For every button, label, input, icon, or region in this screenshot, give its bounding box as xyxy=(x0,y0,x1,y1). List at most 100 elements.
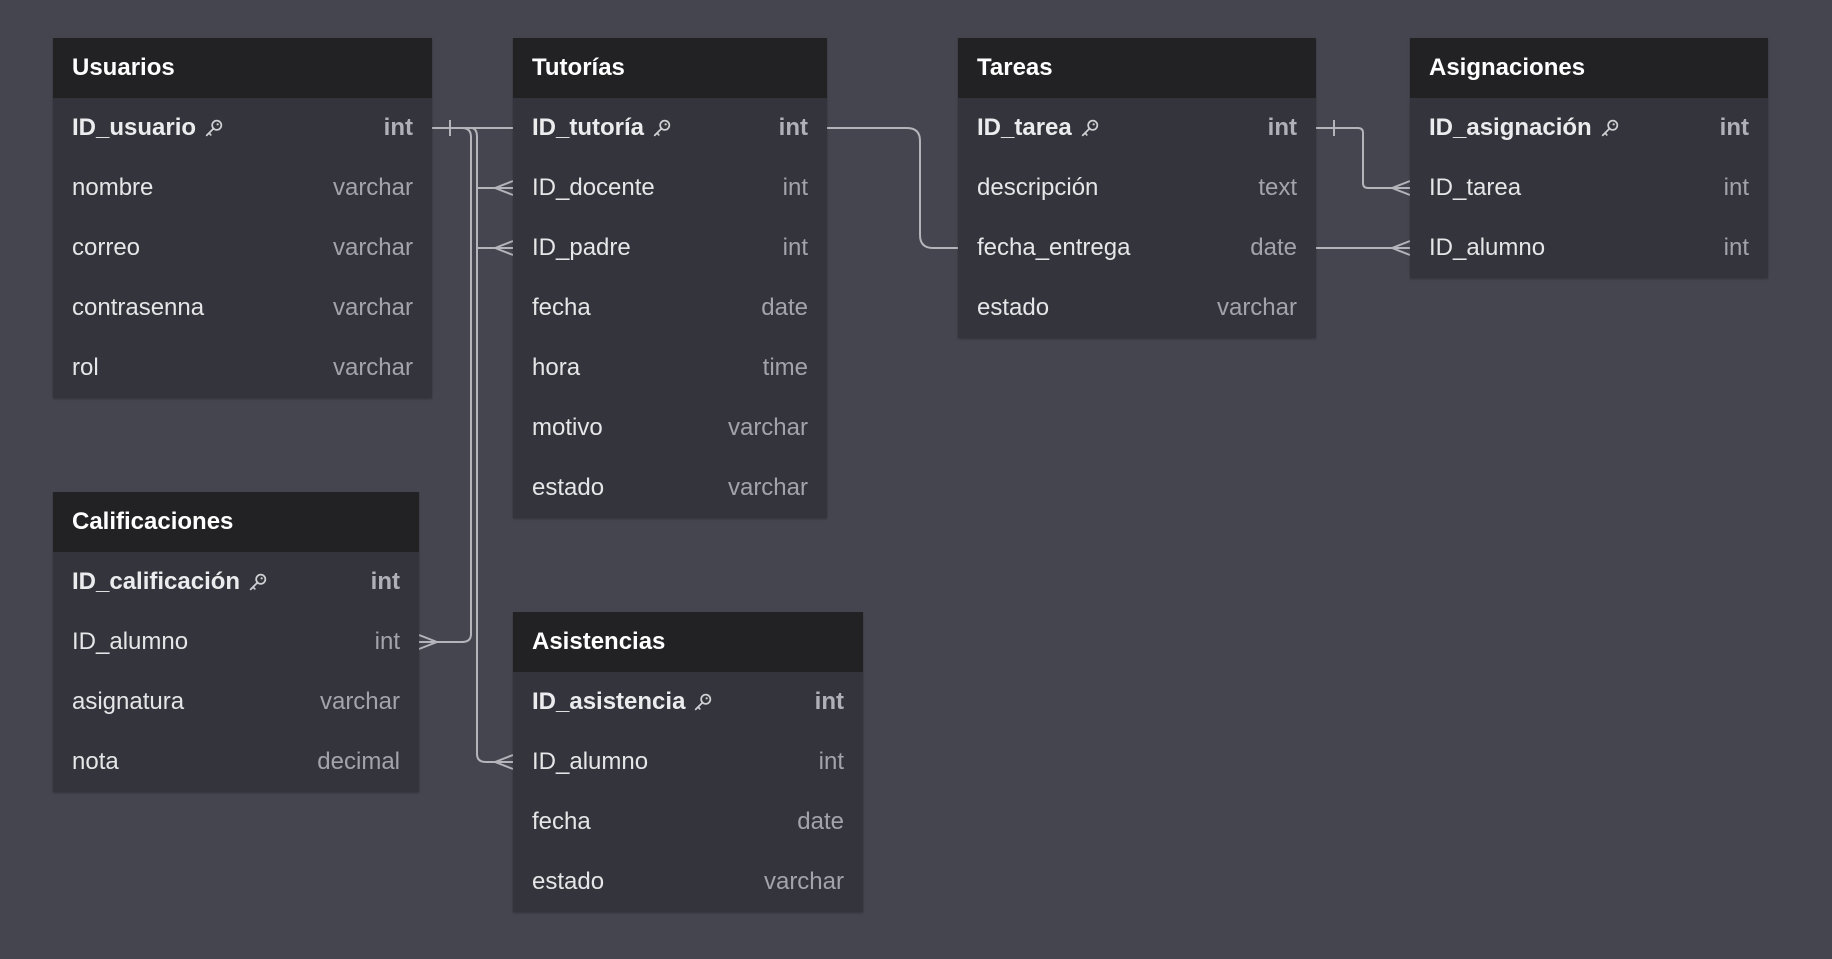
field-name: asignatura xyxy=(72,688,184,716)
field-name: estado xyxy=(977,294,1049,322)
field-type: int xyxy=(1723,234,1749,261)
field-name: fecha xyxy=(532,808,591,836)
primary-key-row[interactable]: ID_usuario int xyxy=(53,98,432,158)
field-name-text: ID_alumno xyxy=(532,748,649,775)
field-type: varchar xyxy=(332,294,413,321)
field-name: estado xyxy=(532,868,604,896)
field-type: int xyxy=(374,628,400,655)
field-type: text xyxy=(1258,174,1297,201)
field-name-text: estado xyxy=(532,868,605,895)
field-type: int xyxy=(778,114,808,141)
field-name-text: ID_asistencia xyxy=(532,688,686,715)
field-name-text: ID_usuario xyxy=(72,114,197,141)
key-icon xyxy=(203,117,225,139)
field-name-text: ID_tarea xyxy=(1429,174,1522,201)
field-row[interactable]: ID_alumno int xyxy=(53,612,419,672)
key-icon xyxy=(1079,117,1101,139)
field-type: int xyxy=(370,568,400,595)
many-marker xyxy=(494,754,514,770)
field-name: contrasenna xyxy=(72,294,204,322)
connector-usuarios-calificaciones xyxy=(461,127,472,643)
field-name-text: ID_tarea xyxy=(977,114,1072,141)
connector-tutorias-tareas xyxy=(827,127,958,249)
table-title: Asistencias xyxy=(513,612,863,672)
field-type: varchar xyxy=(319,688,400,715)
field-type: date xyxy=(797,808,844,835)
connector-usuarios-asistencias xyxy=(470,127,513,763)
field-name: ID_alumno xyxy=(532,748,648,776)
table-title: Usuarios xyxy=(53,38,432,98)
field-type: int xyxy=(782,234,808,261)
field-name: ID_tarea xyxy=(977,114,1101,142)
key-icon xyxy=(692,691,714,713)
field-name-text: ID_docente xyxy=(532,174,655,201)
field-name: ID_tarea xyxy=(1429,174,1521,202)
field-name: hora xyxy=(532,354,580,382)
many-marker xyxy=(418,634,438,650)
field-name-text: hora xyxy=(532,354,581,381)
key-icon xyxy=(1599,117,1621,139)
field-row[interactable]: asignatura varchar xyxy=(53,672,419,732)
many-marker xyxy=(494,180,514,196)
field-type: int xyxy=(383,114,413,141)
field-name-text: ID_asignación xyxy=(1429,114,1592,141)
field-name-text: estado xyxy=(977,294,1050,321)
field-row[interactable]: contrasenna varchar xyxy=(53,278,432,338)
table-title: Tutorías xyxy=(513,38,827,98)
field-row[interactable]: motivo varchar xyxy=(513,398,827,458)
many-marker xyxy=(494,240,514,256)
field-name-text: correo xyxy=(72,234,141,261)
field-type: int xyxy=(782,174,808,201)
field-type: varchar xyxy=(727,414,808,441)
primary-key-row[interactable]: ID_tutoría int xyxy=(513,98,827,158)
field-name-text: motivo xyxy=(532,414,603,441)
field-name: descripción xyxy=(977,174,1098,202)
field-type: varchar xyxy=(727,474,808,501)
field-row[interactable]: nota decimal xyxy=(53,732,419,792)
field-name: correo xyxy=(72,234,140,262)
field-name: ID_asignación xyxy=(1429,114,1621,142)
field-name: fecha_entrega xyxy=(977,234,1130,262)
field-name-text: nota xyxy=(72,748,119,775)
field-type: int xyxy=(818,748,844,775)
connector-tareas-asignaciones xyxy=(1316,127,1410,189)
field-row[interactable]: ID_alumno int xyxy=(513,732,863,792)
field-name: ID_alumno xyxy=(72,628,188,656)
field-name: rol xyxy=(72,354,99,382)
field-name: ID_docente xyxy=(532,174,655,202)
field-row[interactable]: fecha date xyxy=(513,792,863,852)
field-name: ID_tutoría xyxy=(532,114,673,142)
field-name-text: fecha xyxy=(532,294,591,321)
field-row[interactable]: descripción text xyxy=(958,158,1316,218)
field-type: decimal xyxy=(317,748,400,775)
field-name-text: fecha_entrega xyxy=(977,234,1131,261)
field-row[interactable]: ID_docente int xyxy=(513,158,827,218)
field-name: ID_usuario xyxy=(72,114,225,142)
field-name-text: fecha xyxy=(532,808,591,835)
table-title: Tareas xyxy=(958,38,1316,98)
field-name-text: ID_alumno xyxy=(72,628,189,655)
